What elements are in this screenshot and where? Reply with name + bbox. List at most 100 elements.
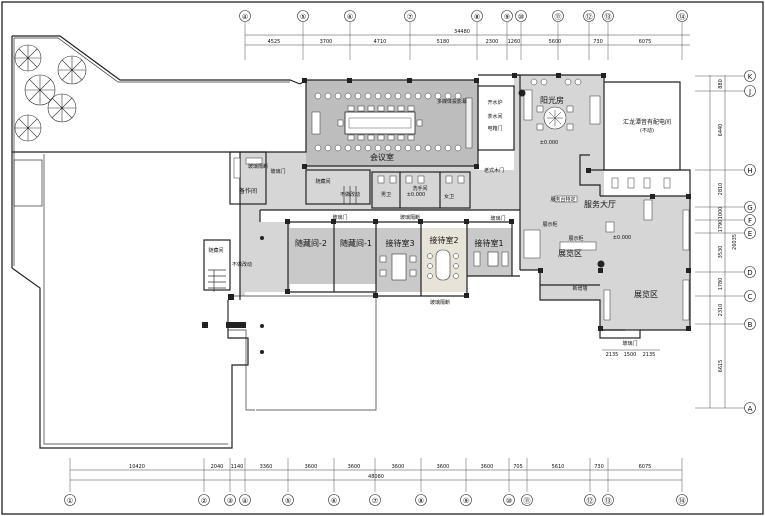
room-note-stair: 不做改动 — [232, 261, 252, 268]
right-axis-group: 880 6440 2810 1000 1790 3530 1780 2310 6… — [695, 70, 756, 414]
bottom-axis-label: ① — [67, 497, 73, 505]
top-axis-group: ④ ⑤ ⑥ ⑦ ⑧ ⑨ ⑩ ⑪ ⑫ ⑬ ⑭ 34480 4525 3700 47… — [239, 10, 690, 60]
right-dim: 6440 — [718, 124, 724, 137]
collection-2-floor — [288, 228, 334, 284]
top-axis-bubble — [471, 10, 483, 22]
right-axis-bubble — [744, 70, 756, 82]
right-axis-label: G — [747, 204, 752, 212]
bottom-dim: 5610 — [552, 464, 565, 470]
room-label-recept-1: 接待室1 — [474, 238, 503, 248]
right-axis-label: D — [747, 269, 752, 277]
right-total-dim: 26035 — [732, 234, 738, 250]
right-axis-bubble — [744, 85, 756, 97]
room-label-reception-hall: 服务大厅 — [584, 199, 616, 209]
hall-floor — [514, 75, 690, 330]
small-collection — [305, 169, 371, 205]
bottom-axis-bubble — [64, 494, 76, 506]
room-label-female-wc: 女卫 — [444, 193, 454, 200]
showcase-label-2: 展示柜 — [568, 235, 583, 242]
room-label-pantry: 备作间 — [239, 187, 257, 195]
right-axis-bubble — [744, 318, 756, 330]
right-axis-label: B — [748, 321, 753, 329]
bottom-dim: 10420 — [129, 464, 145, 470]
top-total-dim: 34480 — [454, 29, 470, 35]
stair-lines — [208, 269, 226, 292]
room-label-exhibit-2: 展览区 — [634, 289, 658, 299]
entry-vestibule — [599, 329, 641, 339]
showcase-label: 展示柜 — [542, 221, 557, 228]
top-axis-label: ⑨ — [504, 13, 510, 21]
bottom-dim: 730 — [594, 464, 604, 470]
collection-1-floor — [334, 228, 376, 284]
room-label-meeting: 会议室 — [370, 152, 394, 162]
right-dim: 6615 — [718, 360, 724, 373]
entry-dims: 2135 1500 2135 — [602, 349, 660, 358]
right-dim: 2810 — [718, 183, 724, 196]
top-dim: 5600 — [549, 39, 562, 45]
right-axis-label: F — [748, 217, 752, 225]
pantry-room — [229, 151, 267, 205]
right-axis-bubble — [744, 164, 756, 176]
bottom-axis-bubble — [460, 494, 472, 506]
corridor-west — [245, 222, 290, 292]
glass-door-label: 玻璃门 — [490, 215, 505, 222]
glass-partition-label: 玻璃隔断 — [430, 299, 450, 306]
top-axis-bubble — [676, 10, 688, 22]
glass-door-label: 玻璃门 — [332, 214, 347, 221]
boiler-label: 开水炉 — [487, 99, 502, 106]
right-dim: 2310 — [718, 304, 724, 317]
bottom-axis-bubble — [676, 494, 688, 506]
projector-label: 多媒体投影幕 — [437, 98, 467, 105]
right-dim: 1000 — [718, 207, 724, 220]
top-axis-label: ⑥ — [347, 13, 353, 21]
bottom-axis-group: 48080 10420 2040 1140 3360 3600 3600 360… — [64, 458, 688, 506]
bottom-axis-bubble — [503, 494, 515, 506]
room-label-recept-2: 接待室2 — [429, 235, 458, 245]
glass-door-label: 玻璃门 — [270, 168, 285, 175]
pantry-fixtures — [233, 157, 263, 179]
top-axis-bubble — [344, 10, 356, 22]
entry-dim: 2135 — [643, 352, 656, 358]
sunroom-furniture — [523, 78, 601, 131]
bottom-dim: 2040 — [211, 464, 224, 470]
bottom-total-dim: 48080 — [368, 474, 384, 480]
room-label-male-wc: 男卫 — [381, 192, 391, 198]
right-axis-bubble — [744, 402, 756, 414]
bottom-axis-bubble — [239, 494, 251, 506]
right-axis-label: H — [747, 167, 752, 175]
tea-label: 茶水间 — [487, 113, 502, 120]
right-axis-bubble — [744, 266, 756, 278]
right-axis-bubble — [744, 290, 756, 302]
old-door-label: 老式木门 — [484, 167, 504, 174]
bottom-axis-label: ⑬ — [605, 497, 612, 505]
top-axis-bubble — [602, 10, 614, 22]
toilet-block — [371, 171, 471, 209]
bottom-axis-label: ⑩ — [506, 497, 512, 505]
top-axis-bubble — [297, 10, 309, 22]
top-dim: 5180 — [437, 39, 450, 45]
glass-door-label: 玻璃门 — [622, 340, 637, 347]
top-axis-bubble — [552, 10, 564, 22]
bottom-axis-bubble — [369, 494, 381, 506]
right-axis-label: K — [748, 73, 753, 81]
reception-furniture — [379, 249, 509, 281]
right-axis-label: J — [748, 88, 751, 96]
columns — [202, 73, 691, 354]
top-axis-label: ⑬ — [605, 13, 612, 21]
bottom-axis-label: ⑨ — [463, 497, 469, 505]
top-dim: 730 — [593, 39, 603, 45]
bottom-dim: 3600 — [481, 464, 494, 470]
right-dim: 1780 — [718, 278, 724, 291]
right-axis-bubble — [744, 214, 756, 226]
toilet-fixtures — [377, 175, 465, 184]
bottom-dim: 1140 — [231, 464, 244, 470]
bottom-axis-label: ⑧ — [418, 497, 424, 505]
top-axis-bubble — [239, 10, 251, 22]
bottom-axis-bubble — [602, 494, 614, 506]
entry-dim: 2135 — [606, 352, 619, 358]
bottom-axis-label: ⑥ — [331, 497, 337, 505]
top-dim: 4525 — [268, 39, 281, 45]
room-label-exhibit-1: 展览区 — [558, 248, 582, 258]
bottom-axis-bubble — [521, 494, 533, 506]
